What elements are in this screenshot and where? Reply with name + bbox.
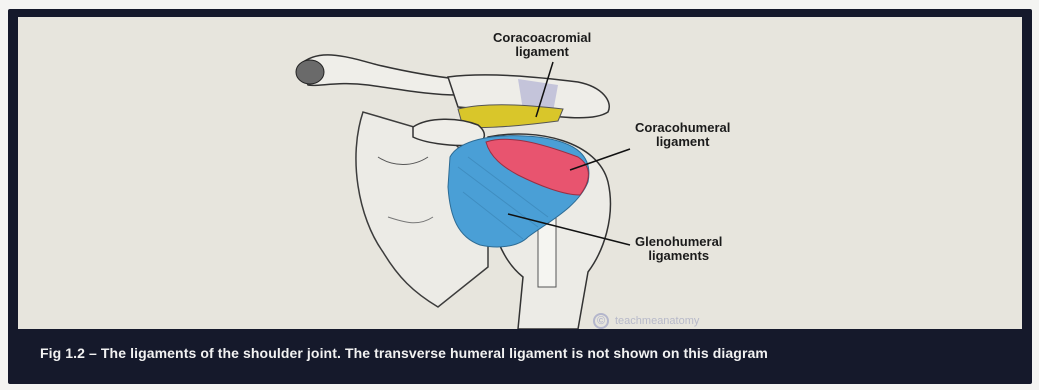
copyright-icon: © — [593, 313, 609, 329]
label-line-1: Glenohumeral — [635, 235, 722, 249]
label-line-1: Coracoacromial — [493, 31, 591, 45]
label-line-1: Coracohumeral — [635, 121, 730, 135]
label-coracohumeral-ligament: Coracohumeral ligament — [635, 121, 730, 149]
figure-caption: Fig 1.2 – The ligaments of the shoulder … — [40, 345, 1020, 361]
watermark: © teachmeanatomy — [593, 313, 699, 329]
anatomy-illustration: Coracoacromial ligament Coracohumeral li… — [18, 17, 1022, 329]
shoulder-joint-drawing — [18, 17, 1022, 329]
watermark-text: teachmeanatomy — [615, 315, 699, 327]
figure-frame: Coracoacromial ligament Coracohumeral li… — [8, 9, 1032, 384]
label-line-2: ligament — [493, 45, 591, 59]
label-line-2: ligaments — [635, 249, 722, 263]
label-line-2: ligament — [635, 135, 730, 149]
label-coracoacromial-ligament: Coracoacromial ligament — [493, 31, 591, 59]
label-glenohumeral-ligaments: Glenohumeral ligaments — [635, 235, 722, 263]
